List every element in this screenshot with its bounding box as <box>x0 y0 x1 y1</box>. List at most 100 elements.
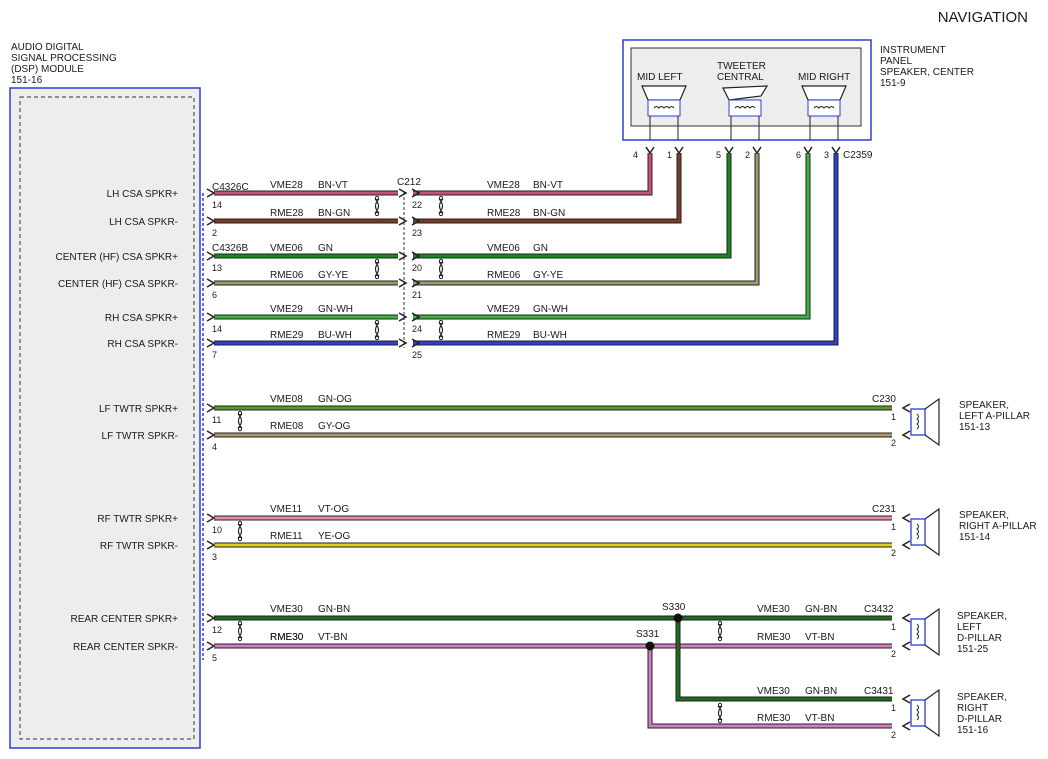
circuit-label: CENTER (HF) CSA SPKR- <box>58 279 178 290</box>
splice-label-s331: S331 <box>636 629 660 640</box>
speaker-cone <box>722 85 769 101</box>
speaker-cone <box>641 85 687 101</box>
speaker-cone <box>801 85 847 101</box>
speaker-pin-arrow <box>901 430 911 440</box>
c212-pin-arrow <box>398 278 408 288</box>
twisted-pair-icon-dot <box>717 636 723 642</box>
connector-label-c4326c: C4326C <box>212 182 249 193</box>
speaker-pin-number: 2 <box>891 649 896 659</box>
speaker-pin-number: 1 <box>891 703 896 713</box>
ip-speaker-mid-left-label: MID LEFT <box>637 72 683 83</box>
ip-pin-number: 2 <box>745 150 750 160</box>
wire-segment <box>676 618 892 701</box>
wire-color-code: VT-BN <box>805 632 834 643</box>
twisted-pair-icon <box>438 258 444 280</box>
circuit-id: RME29 <box>270 330 304 341</box>
twisted-pair-icon <box>438 195 444 217</box>
speaker-pin-number: 2 <box>891 730 896 740</box>
left-d-pillar-speaker-icon-cone <box>924 607 940 657</box>
dsp-pin-arrow <box>206 251 216 261</box>
speaker-title-line: SPEAKER, <box>959 400 1009 411</box>
dsp-pin-number: 6 <box>212 290 217 300</box>
twisted-pair-icon-dot <box>717 620 723 626</box>
circuit-label: LF TWTR SPKR+ <box>99 404 178 415</box>
wire-color-code: GN-OG <box>318 394 352 405</box>
dsp-pin-number: 14 <box>212 200 222 210</box>
dsp-pin-number: 2 <box>212 228 217 238</box>
speaker-title-left-d-pillar: SPEAKER, LEFT D-PILLAR 151-25 <box>957 611 1010 655</box>
speaker-pin-number: 1 <box>891 622 896 632</box>
circuit-id: VME06 <box>487 243 520 254</box>
c212-pin-arrow <box>411 312 421 322</box>
twisted-pair-icon-dot <box>237 426 243 432</box>
dsp-module-outline <box>9 87 201 749</box>
twisted-pair-icon <box>717 702 723 724</box>
dsp-pin-number: 11 <box>212 415 221 425</box>
wire-color-code: GY-YE <box>533 270 564 281</box>
c212-pin-arrow <box>398 188 408 198</box>
dsp-pin-number: 12 <box>212 625 222 635</box>
twisted-pair-icon-dot <box>237 410 243 416</box>
circuit-label: RH CSA SPKR+ <box>105 313 178 324</box>
twisted-pair-icon-dot <box>717 702 723 708</box>
speaker-title-left-a-pillar: SPEAKER, LEFT A-PILLAR 151-13 <box>959 400 1033 433</box>
twisted-pair-icon-dot <box>237 636 243 642</box>
right-a-pillar-speaker-icon-coil <box>916 523 919 540</box>
ip-pin-arrow <box>803 146 813 155</box>
twisted-pair-icon-curve <box>374 198 380 214</box>
twisted-pair-icon-dot <box>374 195 380 201</box>
twisted-pair-icon-curve <box>374 261 380 277</box>
wire-segment <box>413 153 731 258</box>
wire-color-code: BN-GN <box>318 208 350 219</box>
twisted-pair-icon-curve <box>438 198 444 214</box>
twisted-pair-icon-curve <box>237 413 243 429</box>
ip-pin-arrow <box>752 146 762 155</box>
ip-pin-number: 3 <box>824 150 829 160</box>
ip-pin-arrow <box>645 146 655 155</box>
c212-pin-number: 23 <box>412 228 422 238</box>
wire-color-code: GN-BN <box>805 686 837 697</box>
wire-color-code: GN-WH <box>533 304 568 315</box>
wire-segment-outline <box>413 153 732 259</box>
circuit-id: VME28 <box>270 180 303 191</box>
left-d-pillar-speaker-icon <box>910 607 940 657</box>
c212-pin-number: 22 <box>412 200 422 210</box>
speaker-title-line: RIGHT A-PILLAR <box>959 521 1037 532</box>
twisted-pair-icon-curve <box>237 413 243 429</box>
ip-pin-number: 5 <box>716 150 721 160</box>
dsp-pin-number: 3 <box>212 552 217 562</box>
wire-color-code: GY-YE <box>318 270 349 281</box>
speaker-part-number: 151-25 <box>957 644 989 655</box>
twisted-pair-icon-dot <box>438 319 444 325</box>
twisted-pair-icon-dot <box>374 211 380 217</box>
circuit-id: RME11 <box>270 531 303 542</box>
wire-segment-outline <box>413 153 653 196</box>
twisted-pair-icon-curve <box>717 623 723 639</box>
twisted-pair-icon-dot <box>374 319 380 325</box>
wire-color-code: BU-WH <box>533 330 567 341</box>
twisted-pair-icon-dot <box>438 195 444 201</box>
dsp-module-inner <box>19 96 195 740</box>
twisted-pair-icon-curve <box>374 198 380 214</box>
twisted-pair-icon-curve <box>237 523 243 539</box>
page-title: NAVIGATION <box>938 9 1028 26</box>
speaker-title-line: D-PILLAR <box>957 633 1002 644</box>
wire-color-code: GN <box>318 243 333 254</box>
twisted-pair-icon-curve <box>237 623 243 639</box>
dsp-pin-arrow <box>206 278 216 288</box>
speaker-pin-arrow <box>901 403 911 413</box>
twisted-pair-icon <box>438 319 444 341</box>
ip-speaker-tweeter-label: TWEETER CENTRAL <box>717 61 769 83</box>
ip-pin-number: 4 <box>633 150 638 160</box>
ip-speaker-title-line: PANEL <box>880 56 912 67</box>
wire-segment <box>413 153 759 285</box>
speaker-title-right-d-pillar: SPEAKER, RIGHT D-PILLAR 151-16 <box>957 692 1010 736</box>
speaker-part-number: 151-16 <box>957 725 989 736</box>
twisted-pair-icon-dot <box>717 718 723 724</box>
twisted-pair-icon-curve <box>438 261 444 277</box>
speaker-title-right-a-pillar: SPEAKER, RIGHT A-PILLAR 151-14 <box>959 510 1039 543</box>
wire-color-code: GN-BN <box>318 604 350 615</box>
ip-speaker-tweeter-line: CENTRAL <box>717 72 764 83</box>
twisted-pair-icon-curve <box>717 705 723 721</box>
